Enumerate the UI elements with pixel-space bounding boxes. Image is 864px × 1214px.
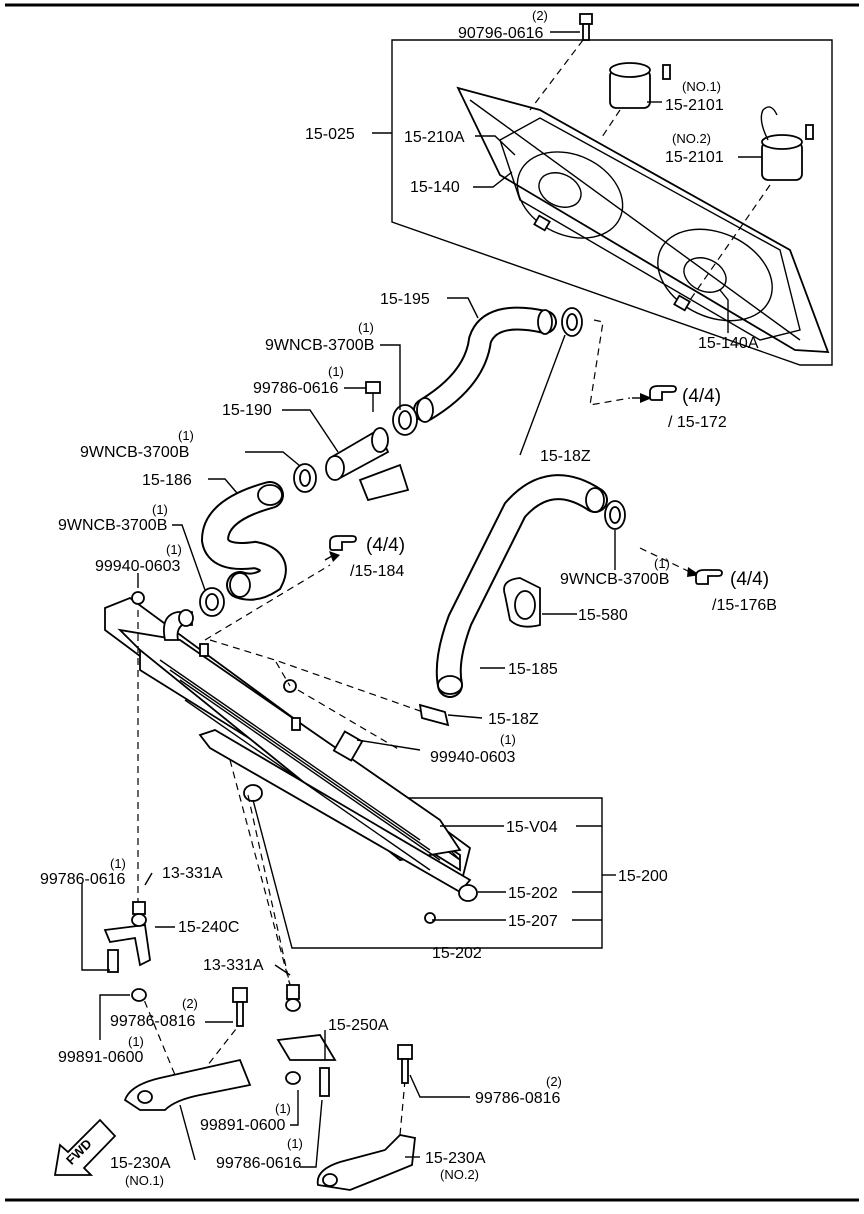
bolt-99786-0816-right [397, 1044, 413, 1084]
dashed-assembly-lines [137, 319, 691, 1136]
label-ref-4-4: (4/4) [682, 386, 721, 407]
label-15-18Z-lower: 15-18Z [488, 711, 539, 728]
label-qty: (1) [178, 428, 194, 443]
hose-clamp-upper-left [392, 404, 418, 436]
hose-clamp-lower-right [604, 500, 626, 530]
lower-hose-15-185 [435, 474, 608, 698]
label-qty: (1) [287, 1136, 303, 1151]
label-15-230A-no1: 15-230A [110, 1155, 171, 1172]
hand-pointer-icon [329, 535, 357, 551]
label-15-140A: 15-140A [698, 335, 759, 352]
label-15-580: 15-580 [578, 607, 628, 624]
label-9WNCB-3700B-right: 9WNCB-3700B [560, 571, 669, 588]
label-99786-0616-left: 99786-0616 [40, 871, 126, 888]
label-ref-4-4: (4/4) [366, 535, 405, 556]
hose-clamp-mid [293, 463, 317, 493]
label-15-025: 15-025 [305, 126, 355, 143]
label-qty: (2) [546, 1074, 562, 1089]
label-15-195: 15-195 [380, 291, 430, 308]
bracket-15-250a [276, 984, 337, 1097]
hose-15-186 [200, 481, 287, 601]
insulator-13-331a-left [131, 988, 147, 1002]
fwd-arrow-icon: FWD [53, 1118, 117, 1176]
upper-hose-15-195 [413, 306, 557, 423]
bracket-15-240c [103, 901, 151, 973]
label-15-250A: 15-250A [328, 1017, 389, 1034]
radiator [104, 591, 478, 924]
label-9WNCB-3700B-upper: 9WNCB-3700B [265, 337, 374, 354]
label-99891-0600-lower: 99891-0600 [200, 1117, 286, 1134]
label-qty: (1) [328, 364, 344, 379]
leader-lines [81, 31, 762, 1168]
label-15-190: 15-190 [222, 402, 272, 419]
hose-clip-15-580 [503, 577, 541, 628]
label-15-140: 15-140 [410, 179, 460, 196]
label-ref-15-184: /15-184 [350, 563, 404, 580]
label-no2-sub: (NO.2) [440, 1167, 479, 1182]
label-qty: (1) [654, 556, 670, 571]
bolt-90796-0616 [579, 13, 593, 41]
label-qty: (2) [532, 8, 548, 23]
label-15-202-lower: 15-202 [432, 945, 482, 962]
label-15-2101-no2: 15-2101 [665, 149, 724, 166]
label-9WNCB-3700B-left: 9WNCB-3700B [58, 517, 167, 534]
label-99786-0816-left: 99786-0816 [110, 1013, 196, 1030]
label-15-18Z-upper: 15-18Z [540, 448, 591, 465]
hose-clip-15-18z-lower [418, 703, 450, 727]
ref-arrows [324, 393, 700, 577]
label-15-V04: 15-V04 [506, 819, 558, 836]
label-9WNCB-3700B-mid: 9WNCB-3700B [80, 444, 189, 461]
label-15-200: 15-200 [618, 868, 668, 885]
label-qty: (2) [182, 996, 198, 1011]
label-99940-0603-right: 99940-0603 [430, 749, 516, 766]
label-15-240C: 15-240C [178, 919, 239, 936]
label-90796-0616: 90796-0616 [458, 25, 544, 42]
label-no1: (NO.1) [682, 79, 721, 94]
label-15-207: 15-207 [508, 913, 558, 930]
label-99786-0616-upper: 99786-0616 [253, 380, 339, 397]
hand-pointer-icon [695, 569, 723, 585]
label-99940-0603-left: 99940-0603 [95, 558, 181, 575]
label-qty: (1) [358, 320, 374, 335]
label-99891-0600-left: 99891-0600 [58, 1049, 144, 1066]
label-ref-15-172: / 15-172 [668, 414, 727, 431]
label-ref-4-4: (4/4) [730, 569, 769, 590]
label-13-331A-upper: 13-331A [162, 865, 223, 882]
fan-shroud-inset [391, 39, 833, 366]
hose-clamp-upper-right [561, 307, 583, 337]
label-qty: (1) [500, 732, 516, 747]
label-qty: (1) [166, 542, 182, 557]
label-no2: (NO.2) [672, 131, 711, 146]
label-ref-15-176B: /15-176B [712, 597, 777, 614]
label-15-2101-no1: 15-2101 [665, 97, 724, 114]
label-15-185: 15-185 [508, 661, 558, 678]
part-labels: (2) 90796-0616 (NO.1) 15-2101 15-025 15-… [40, 8, 777, 1188]
label-qty: (1) [275, 1101, 291, 1116]
label-15-202-right: 15-202 [508, 885, 558, 902]
label-no1-sub: (NO.1) [125, 1173, 164, 1188]
hose-clamp-lower-left [199, 587, 225, 617]
label-15-186: 15-186 [142, 472, 192, 489]
label-99786-0816-right: 99786-0816 [475, 1090, 561, 1107]
bolt-99786-0816-left [232, 987, 248, 1027]
label-15-210A: 15-210A [404, 129, 465, 146]
label-qty: (1) [128, 1034, 144, 1049]
label-qty: (1) [110, 856, 126, 871]
label-qty: (1) [152, 502, 168, 517]
label-99786-0616-lower: 99786-0616 [216, 1155, 302, 1172]
label-13-331A-lower: 13-331A [203, 957, 264, 974]
bracket-15-230a-no1 [123, 1058, 252, 1111]
filler-neck-15-190 [325, 381, 410, 502]
bracket-15-230a-no2 [316, 1134, 416, 1191]
label-15-230A-no2: 15-230A [425, 1150, 486, 1167]
hand-pointer-icon [649, 385, 677, 401]
